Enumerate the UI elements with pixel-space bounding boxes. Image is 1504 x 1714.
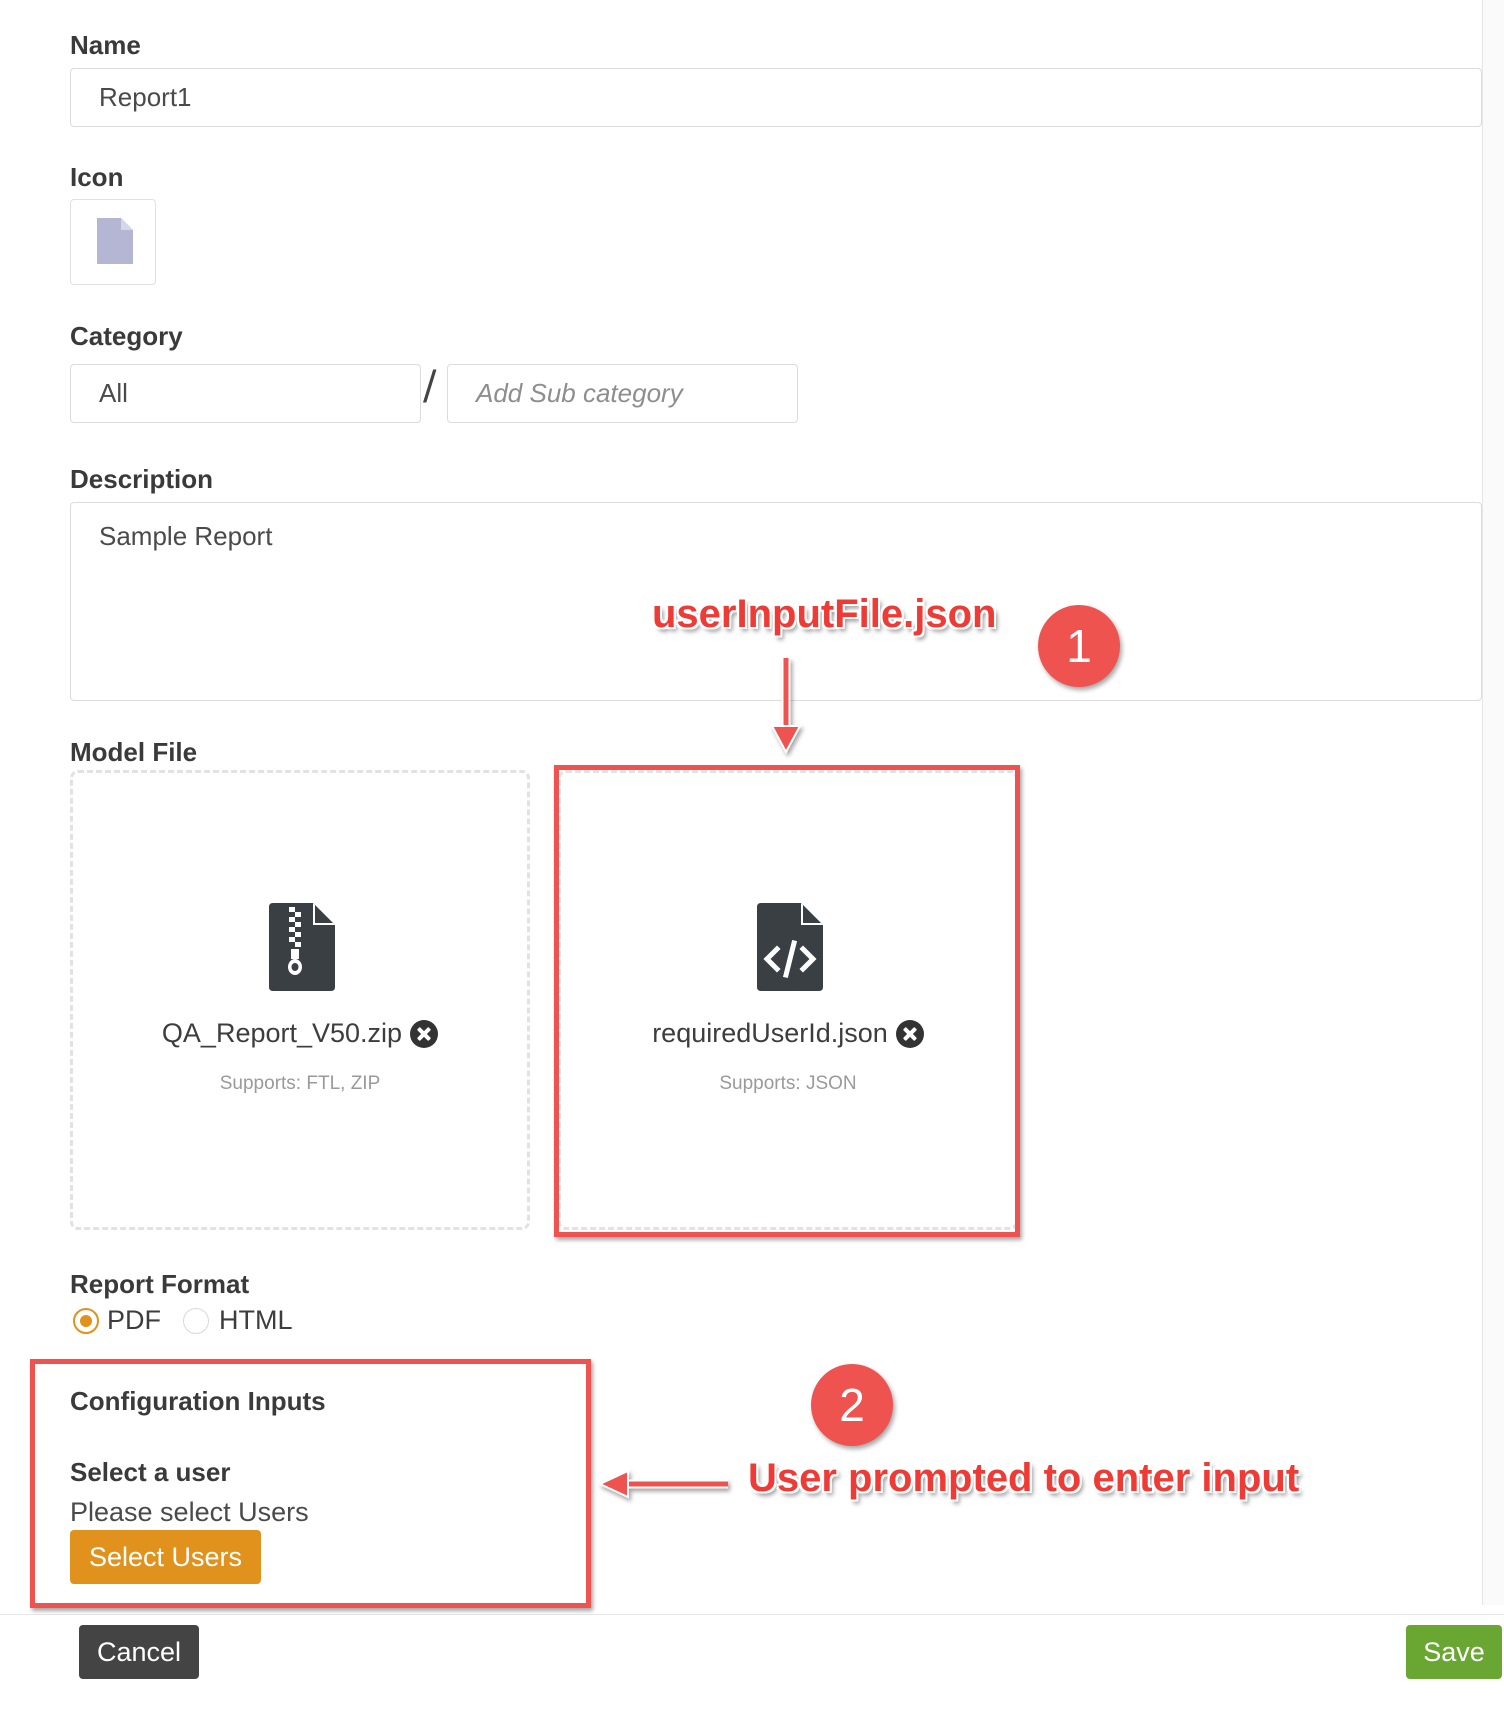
annotation-badge-2: 2 bbox=[811, 1364, 893, 1446]
model-file-dropzone-zip[interactable]: QA_Report_V50.zip Supports: FTL, ZIP bbox=[70, 770, 530, 1230]
radio-pdf-label[interactable]: PDF bbox=[107, 1305, 161, 1335]
annotation-arrow-down-icon bbox=[770, 658, 802, 755]
name-input-value: Report1 bbox=[99, 82, 192, 112]
radio-pdf[interactable] bbox=[73, 1307, 99, 1334]
radio-html-label[interactable]: HTML bbox=[219, 1305, 293, 1335]
icon-label: Icon bbox=[70, 162, 124, 192]
name-label: Name bbox=[70, 30, 141, 60]
zip-file-supports: Supports: FTL, ZIP bbox=[219, 1073, 381, 1094]
scrollbar-track[interactable] bbox=[1482, 0, 1504, 1605]
select-users-button[interactable]: Select Users bbox=[70, 1530, 261, 1584]
annotation-highlight-json-file bbox=[554, 765, 1020, 1237]
subcategory-placeholder: Add Sub category bbox=[476, 378, 683, 408]
category-input-value: All bbox=[99, 378, 128, 408]
category-input[interactable]: All bbox=[70, 364, 421, 423]
json-file-name-row: requiredUserId.json bbox=[561, 1018, 1015, 1049]
json-file-supports: Supports: JSON bbox=[719, 1073, 857, 1094]
cancel-button[interactable]: Cancel bbox=[79, 1625, 199, 1679]
zip-file-name-row: QA_Report_V50.zip bbox=[73, 1018, 527, 1049]
model-file-label: Model File bbox=[70, 737, 198, 767]
report-format-radio-group: PDF HTML bbox=[70, 1305, 293, 1336]
select-user-label: Select a user bbox=[70, 1457, 231, 1487]
json-file-name: requiredUserId.json bbox=[652, 1018, 888, 1048]
annotation-callout-1-text: userInputFile.json bbox=[652, 592, 997, 636]
radio-html[interactable] bbox=[183, 1307, 209, 1334]
remove-json-file-icon[interactable] bbox=[895, 1019, 924, 1048]
description-value: Sample Report bbox=[99, 521, 273, 551]
remove-zip-file-icon[interactable] bbox=[410, 1019, 439, 1048]
document-icon bbox=[97, 218, 133, 264]
description-label: Description bbox=[70, 464, 214, 494]
select-user-prompt: Please select Users bbox=[70, 1497, 309, 1527]
name-input[interactable]: Report1 bbox=[70, 68, 1482, 127]
file-zip-icon bbox=[269, 903, 335, 991]
icon-picker[interactable] bbox=[70, 199, 156, 285]
annotation-arrow-left-icon bbox=[598, 1469, 728, 1499]
zip-file-name: QA_Report_V50.zip bbox=[161, 1018, 403, 1048]
model-file-dropzone-json[interactable]: requiredUserId.json Supports: JSON bbox=[558, 770, 1018, 1230]
file-code-icon bbox=[757, 903, 823, 991]
report-format-label: Report Format bbox=[70, 1269, 250, 1299]
category-separator: / bbox=[423, 363, 437, 409]
category-label: Category bbox=[70, 321, 183, 351]
annotation-badge-1: 1 bbox=[1038, 605, 1120, 687]
save-button[interactable]: Save bbox=[1406, 1625, 1502, 1679]
annotation-highlight-config-inputs bbox=[30, 1359, 591, 1608]
subcategory-input[interactable]: Add Sub category bbox=[447, 364, 798, 423]
footer-divider bbox=[0, 1614, 1504, 1615]
configuration-inputs-heading: Configuration Inputs bbox=[70, 1386, 326, 1416]
annotation-callout-2-text: User prompted to enter input bbox=[748, 1456, 1300, 1500]
description-textarea[interactable]: Sample Report bbox=[70, 502, 1482, 701]
